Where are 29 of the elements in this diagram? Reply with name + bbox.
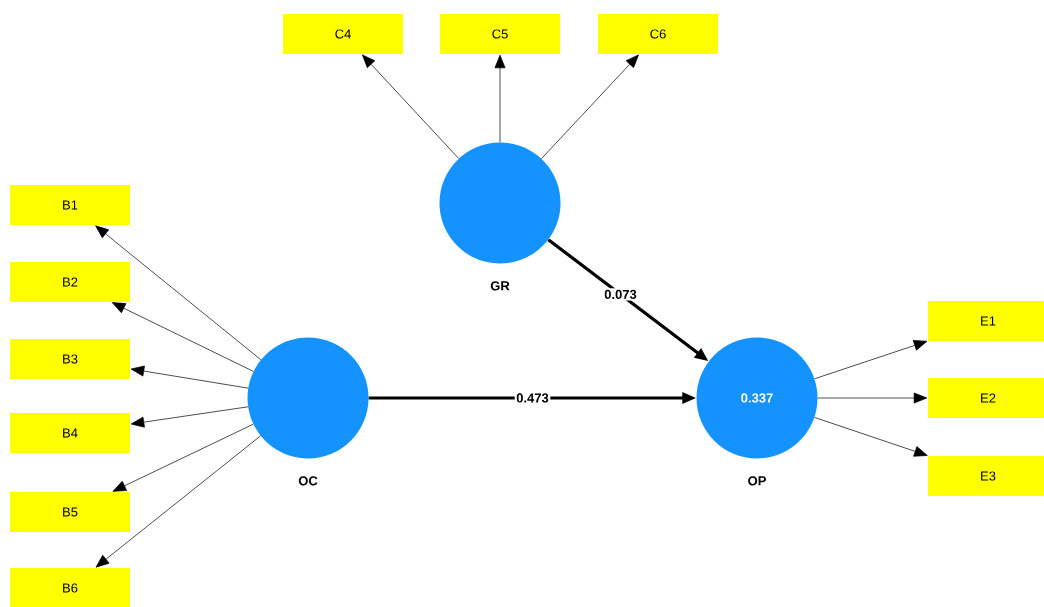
- indicator-box: E2: [928, 378, 1044, 418]
- arrow: [541, 54, 639, 159]
- indicator-box: B3: [10, 339, 130, 379]
- arrow: [112, 423, 254, 492]
- arrow: [95, 225, 262, 361]
- arrow: [362, 54, 460, 159]
- arrow: [814, 417, 928, 457]
- arrow: [130, 406, 249, 428]
- indicator-box: C4: [283, 14, 403, 54]
- arrow: [111, 302, 254, 372]
- arrow: [494, 54, 506, 143]
- arrow: [817, 392, 928, 404]
- indicator-box: C6: [598, 14, 718, 54]
- indicator-box: B4: [10, 413, 130, 453]
- indicator-box: E1: [928, 301, 1044, 341]
- indicator-box: B2: [10, 262, 130, 302]
- edge-label: 0.073: [604, 289, 637, 299]
- arrow: [814, 340, 928, 380]
- indicator-box: B5: [10, 492, 130, 532]
- indicator-box: B6: [10, 568, 130, 607]
- indicator-box: C5: [440, 14, 560, 54]
- variable-label: GR: [490, 281, 510, 291]
- variable-label: OC: [298, 476, 318, 486]
- arrow: [95, 435, 261, 568]
- variable-label: OP: [748, 476, 766, 486]
- indicator-box: B1: [10, 185, 130, 225]
- indicator-box: E3: [928, 456, 1044, 496]
- edge-label: 0.473: [516, 393, 549, 403]
- arrow: [130, 365, 249, 389]
